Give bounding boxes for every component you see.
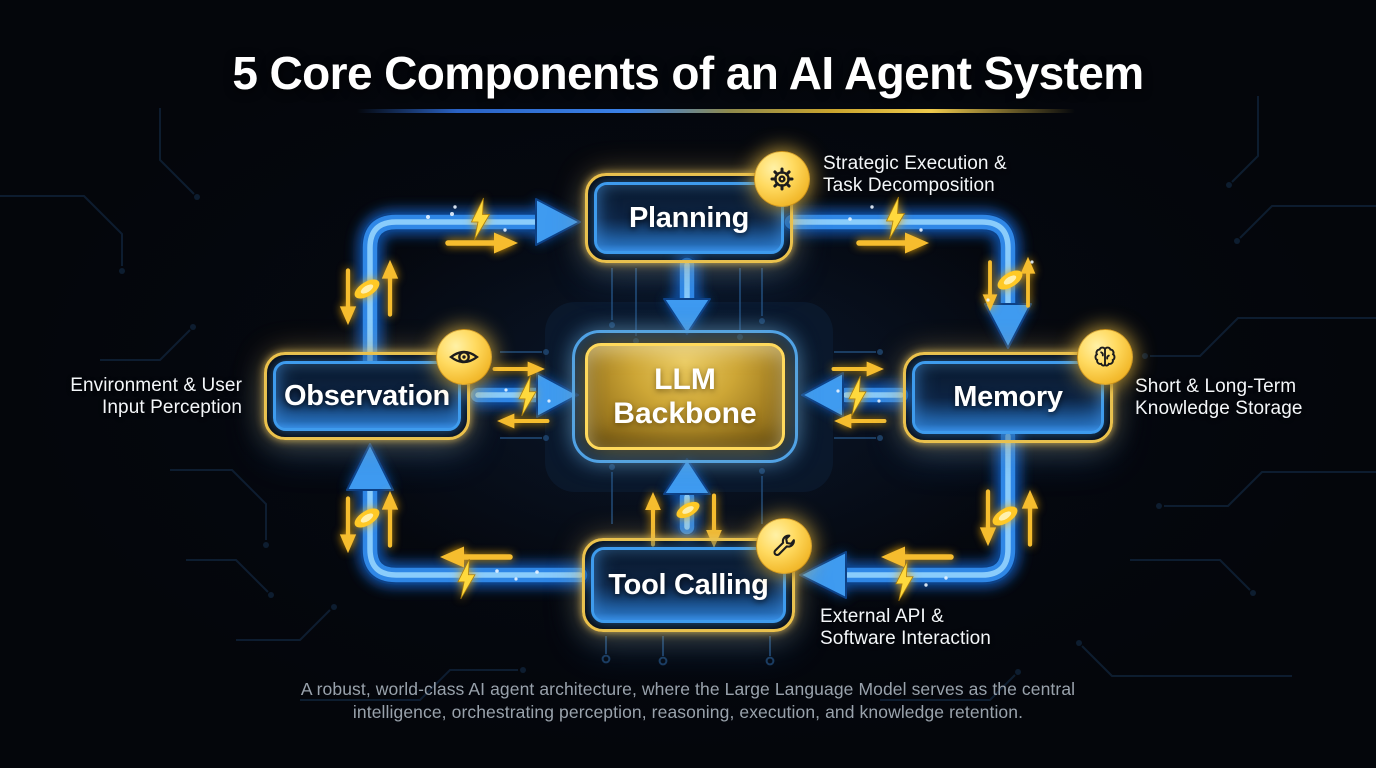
observation-node: Observation bbox=[264, 352, 470, 440]
llm-backbone-node: LLM Backbone bbox=[572, 330, 798, 463]
observation-node-inner: Observation bbox=[273, 361, 461, 431]
caption-line1: A robust, world-class AI agent architect… bbox=[300, 679, 1076, 699]
planning-label: Planning bbox=[628, 201, 750, 234]
memory-label: Memory bbox=[953, 381, 1063, 413]
memory-annotation-line2: Knowledge Storage bbox=[1135, 398, 1303, 419]
circuit-traces bbox=[0, 96, 1376, 701]
page-title: 5 Core Components of an AI Agent System bbox=[232, 47, 1144, 99]
tool-calling-label: Tool Calling bbox=[608, 568, 769, 601]
tool-calling-annotation: External API & Software Interaction bbox=[820, 606, 991, 650]
planning-annotation-line2: Task Decomposition bbox=[823, 175, 995, 196]
caption: A robust, world-class AI agent architect… bbox=[0, 678, 1376, 724]
memory-annotation: Short & Long-Term Knowledge Storage bbox=[1135, 376, 1303, 420]
title-underline bbox=[357, 109, 1075, 113]
eye-icon bbox=[436, 329, 492, 385]
tool-calling-node-inner: Tool Calling bbox=[591, 547, 786, 623]
llm-label-line1: LLM bbox=[654, 362, 716, 396]
pipe-arrows bbox=[346, 198, 1032, 599]
tool-calling-node: Tool Calling bbox=[582, 538, 795, 632]
observation-annotation-line1: Environment & User bbox=[70, 375, 242, 396]
gear-icon bbox=[754, 151, 810, 207]
observation-label: Observation bbox=[284, 379, 450, 412]
memory-node-inner: Memory bbox=[912, 361, 1104, 434]
observation-annotation: Environment & User Input Perception bbox=[40, 375, 242, 419]
planning-node-inner: Planning bbox=[594, 182, 784, 254]
caption-line2: intelligence, orchestrating perception, … bbox=[352, 702, 1024, 722]
wrench-icon bbox=[756, 518, 812, 574]
observation-annotation-line2: Input Perception bbox=[102, 397, 242, 418]
brain-icon bbox=[1077, 329, 1133, 385]
center-circuit-stubs bbox=[500, 268, 883, 666]
planning-node: Planning bbox=[585, 173, 793, 263]
tool-calling-annotation-line1: External API & bbox=[820, 606, 944, 627]
planning-annotation-line1: Strategic Execution & bbox=[823, 153, 1007, 174]
tool-calling-annotation-line2: Software Interaction bbox=[820, 628, 991, 649]
planning-annotation: Strategic Execution & Task Decomposition bbox=[823, 153, 1007, 197]
llm-backbone-node-inner: LLM Backbone bbox=[585, 343, 785, 450]
memory-annotation-line1: Short & Long-Term bbox=[1135, 376, 1297, 397]
llm-label-line2: Backbone bbox=[613, 396, 757, 430]
